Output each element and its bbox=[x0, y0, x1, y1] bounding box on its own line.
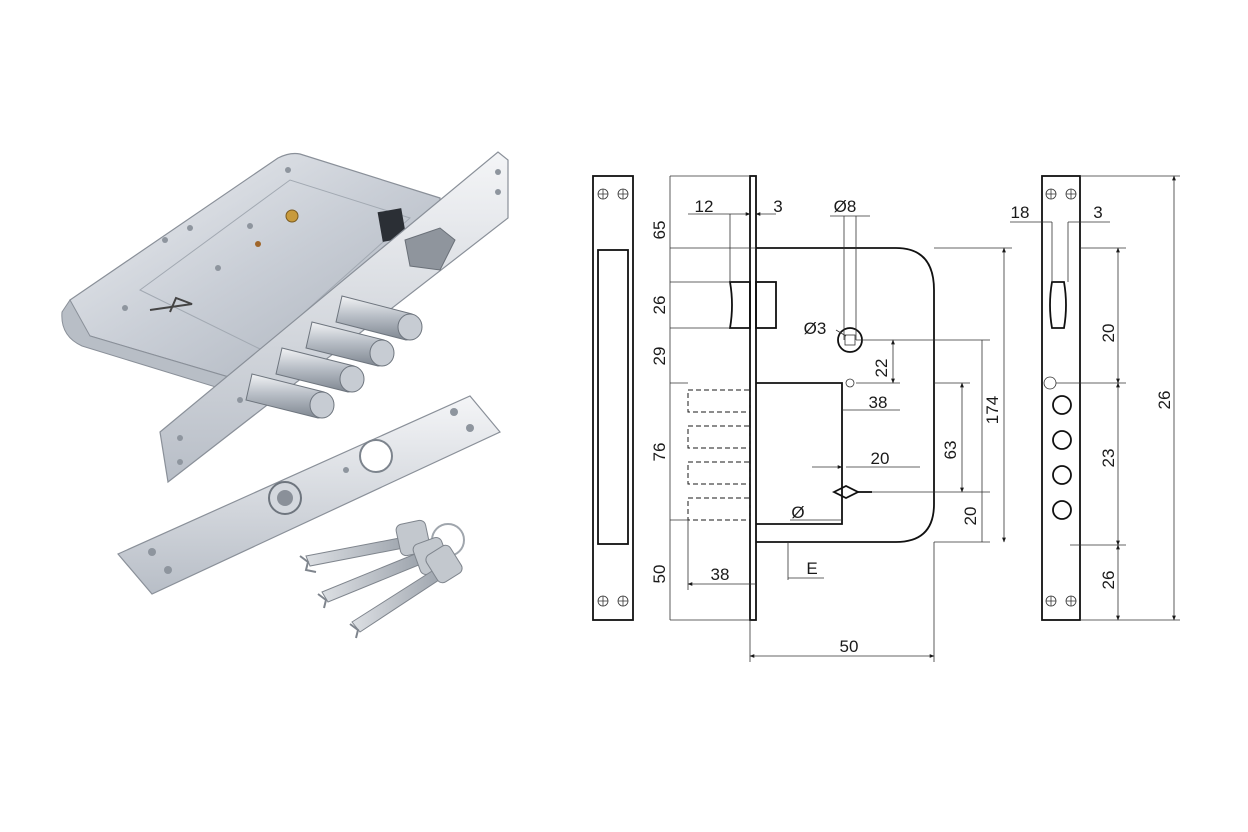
faceplate-side-view bbox=[1010, 175, 1180, 621]
dim-12: 12 bbox=[695, 197, 714, 216]
dim-E: E bbox=[806, 559, 817, 578]
dim-phi: Ø bbox=[791, 503, 804, 522]
dim-38-bottom: 38 bbox=[711, 565, 730, 584]
dim-29: 29 bbox=[650, 347, 669, 366]
keyhole-icon bbox=[285, 209, 299, 223]
deadbolt bbox=[335, 295, 423, 341]
dim-50-bottom: 50 bbox=[840, 637, 859, 656]
dim-23-side: 23 bbox=[1099, 449, 1118, 468]
dim-3-top: 3 bbox=[773, 197, 782, 216]
dim-26-side: 26 bbox=[1099, 571, 1118, 590]
dim-phi8: Ø8 bbox=[834, 197, 857, 216]
deadbolt bbox=[245, 373, 335, 419]
technical-drawing: 65 26 29 76 50 12 3 Ø8 Ø3 22 38 20 Ø 38 … bbox=[592, 175, 1180, 662]
latch-bolt bbox=[404, 227, 456, 271]
strike-plate-view bbox=[592, 175, 634, 621]
dim-3-side: 3 bbox=[1093, 203, 1102, 222]
dim-26-total: 26 bbox=[1155, 391, 1174, 410]
lock-photo bbox=[61, 151, 509, 484]
keys-photo bbox=[299, 519, 465, 639]
deadbolt bbox=[275, 347, 365, 393]
dim-26-left: 26 bbox=[650, 296, 669, 315]
dim-phi3: Ø3 bbox=[804, 319, 827, 338]
dim-22: 22 bbox=[872, 359, 891, 378]
cylinder-hole-icon bbox=[268, 481, 302, 515]
dim-38-mid: 38 bbox=[869, 393, 888, 412]
lock-front-view bbox=[669, 175, 1012, 662]
keyhole-icon bbox=[831, 484, 872, 500]
dim-174: 174 bbox=[983, 396, 1002, 424]
dim-50-left: 50 bbox=[650, 565, 669, 584]
dim-18: 18 bbox=[1011, 203, 1030, 222]
dim-65: 65 bbox=[650, 221, 669, 240]
key-icon bbox=[349, 544, 463, 639]
dimension-labels: 65 26 29 76 50 12 3 Ø8 Ø3 22 38 20 Ø 38 … bbox=[650, 197, 1174, 656]
dim-76: 76 bbox=[650, 443, 669, 462]
dim-20-side: 20 bbox=[1099, 324, 1118, 343]
dim-20-mid: 20 bbox=[871, 449, 890, 468]
dim-20-right: 20 bbox=[961, 507, 980, 526]
dim-63: 63 bbox=[941, 441, 960, 460]
deadbolt bbox=[305, 321, 395, 367]
strike-plate-photo bbox=[117, 395, 501, 595]
